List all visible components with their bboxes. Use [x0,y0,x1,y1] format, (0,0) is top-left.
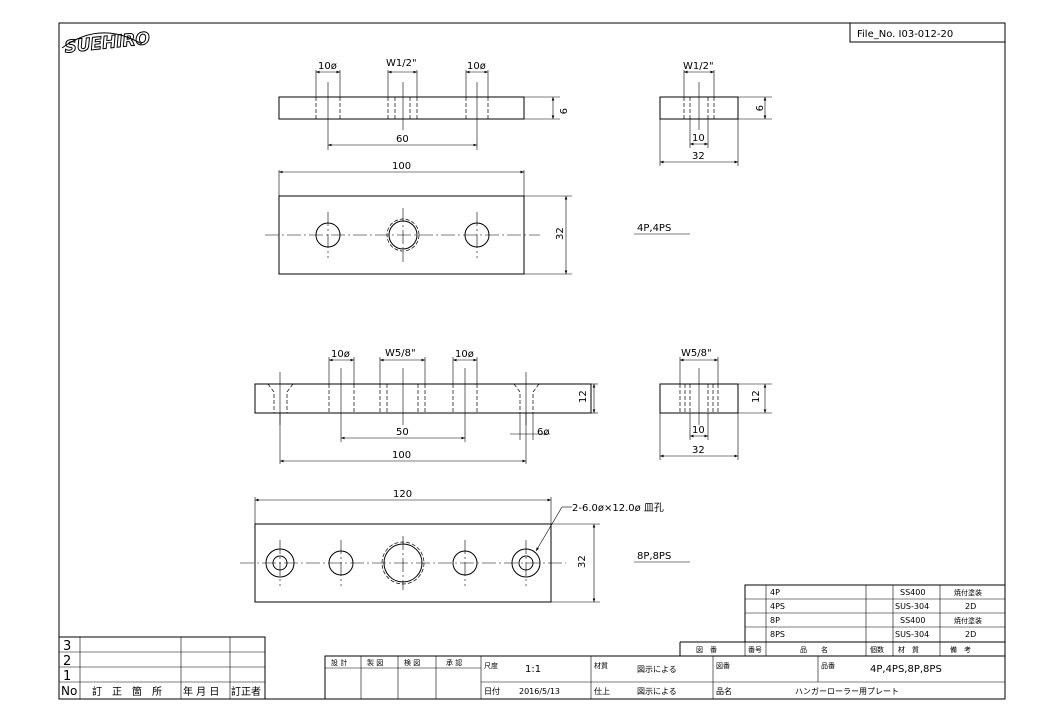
part-header-zaishitsu: 材 質 [898,645,919,654]
tb-zuban-label: 図番 [716,662,730,670]
rev-row-1: 1 [63,669,71,684]
tb-shakudo-label: 尺度 [484,661,498,670]
part-header-biko: 備 考 [950,645,971,654]
part-row-2-material: SS400 [900,616,925,625]
tb-shiage-value: 図示による [637,687,677,696]
dim-h12-b: 12 [751,390,762,403]
tb-hinmei-label: 品名 [716,686,732,696]
tb-scale: 1:1 [525,664,541,675]
dim-120: 120 [393,489,412,500]
tb-zaishitsu-label: 材質 [594,661,608,670]
tb-zaishitsu-value: 図示による [637,665,677,674]
tb-hinban-label: 品番 [821,662,835,670]
rev-row-3: 3 [63,639,71,654]
part-row-1-material: SUS-304 [895,602,929,611]
dim-h9-b: 9 [753,105,764,111]
rev-header-person: 訂正者 [231,685,261,698]
part-header-hinmei: 品 名 [800,645,828,654]
tb-hinmei-value: ハンガーローラー用プレート [795,686,899,696]
view-4p-side: 10ø W1/2" 10ø 9 60 [278,58,568,150]
view-4p-plan: 100 32 4P,4PS [265,161,690,275]
suehiro-logo: SUEHIRO [61,28,151,58]
view-4p-end: W1/2" 9 10 32 [659,61,772,166]
dim-h9-a: 9 [557,108,568,114]
part-row-0-note: 焼付塗装 [954,588,982,597]
dim-h32-b: 32 [577,555,588,568]
label-4p-4ps: 4P,4PS [637,223,671,234]
file-no: File_No. I03-012-20 [857,29,953,40]
dim-10-a: 10ø [318,61,337,72]
dim-10-d: 10ø [455,349,474,360]
dim-10-b: 10ø [467,61,486,72]
dim-50: 50 [396,427,409,438]
dim-w58-b: W5/8" [681,348,712,359]
part-header-zuban: 図 番 [696,646,717,654]
label-8p-8ps: 8P,8PS [637,551,671,562]
dim-60: 60 [396,134,409,145]
tb-seizu: 製 図 [367,658,383,667]
title-block: 設 計 製 図 検 図 承 認 尺度 1:1 材質 図示による 図番 品番 4P… [324,655,1006,700]
part-row-1-note: 2D [965,602,976,611]
tb-sekkei: 設 計 [331,658,347,667]
rev-row-2: 2 [63,654,71,669]
part-header-bango: 番号 [748,646,762,654]
dim-w12-b: W1/2" [683,61,714,72]
tb-hizuke-label: 日付 [484,686,500,696]
tb-hinban-value: 4P,4PS,8P,8PS [870,664,942,675]
view-8p-side: 10ø W5/8" 10ø 12 50 6ø 100 [254,348,598,464]
view-8p-plan: 120 2-6.0ø×12.0ø 皿孔 32 8P,8PS [240,489,690,603]
file-no-box [849,22,1006,43]
dim-32-end-a: 32 [692,151,705,162]
dim-w58-a: W5/8" [385,348,416,359]
part-header-kosu: 個数 [870,645,884,654]
dim-h32-a: 32 [555,227,566,240]
logo-text: SUEHIRO [64,29,151,58]
tb-kenzu: 検 図 [404,658,420,667]
dim-10-c: 10ø [331,349,350,360]
tb-shiage-label: 仕上 [594,686,610,696]
dim-100-a: 100 [392,161,411,172]
part-row-3-name: 8PS [770,630,785,639]
dim-32-end-b: 32 [692,445,705,456]
dim-10-end-b: 10 [692,425,705,436]
part-row-0-name: 4P [770,588,780,597]
view-8p-end: W5/8" 12 10 32 [659,348,772,460]
tb-shonin: 承 認 [446,658,462,667]
part-row-0-material: SS400 [900,588,925,597]
part-row-2-note: 焼付塗装 [954,616,982,625]
revision-table: 3 2 1 No 訂 正 箇 所 年 月 日 訂正者 [58,636,266,700]
dim-w12-a: W1/2" [386,58,417,69]
part-row-3-note: 2D [965,630,976,639]
rev-header-place: 訂 正 箇 所 [92,685,162,698]
dim-100-b: 100 [392,450,411,461]
sheet-border [58,22,1006,700]
hole-note: 2-6.0ø×12.0ø 皿孔 [572,502,664,514]
part-row-3-material: SUS-304 [895,630,929,639]
dim-6: 6ø [537,427,549,438]
rev-header-date: 年 月 日 [183,685,219,698]
dim-h12-a: 12 [578,390,589,403]
tb-date: 2016/5/13 [519,687,560,696]
rev-header-no: No [61,684,77,698]
parts-table: 4P SS400 焼付塗装 4PS SUS-304 2D 8P SS400 焼付… [679,584,1006,656]
part-row-2-name: 8P [770,616,780,625]
dim-10-end-a: 10 [692,133,705,144]
part-row-1-name: 4PS [770,602,785,611]
